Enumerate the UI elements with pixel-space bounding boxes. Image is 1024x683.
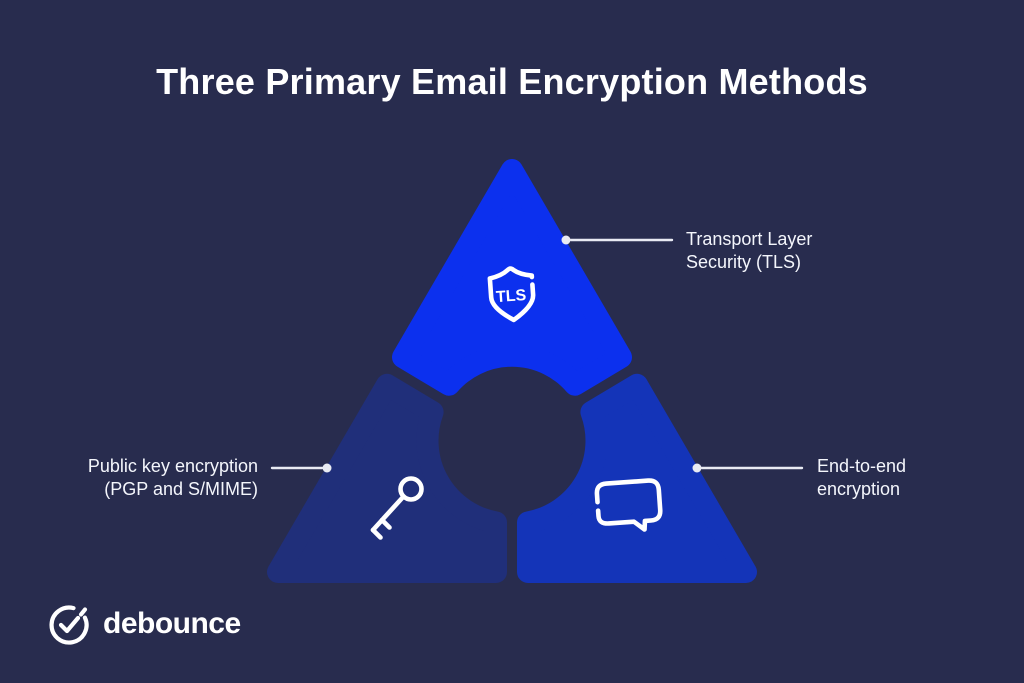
label-end-to-end-encryption: End-to-end encryption: [817, 455, 906, 501]
callout-dot-e2e: [692, 463, 702, 473]
brand-logo: debounce: [48, 601, 241, 647]
chat-bubble-icon: [594, 478, 663, 532]
segment-bottom-left-shape: [267, 373, 507, 583]
label-line: Transport Layer: [686, 229, 813, 249]
key-icon: [370, 476, 424, 540]
label-public-key-encryption: Public key encryption (PGP and S/MIME): [38, 455, 258, 501]
segment-top-shape: [392, 159, 632, 396]
label-transport-layer-security: Transport Layer Security (TLS): [686, 228, 812, 274]
label-line: End-to-end: [817, 456, 907, 476]
label-line: Security (TLS): [686, 252, 802, 272]
segment-bottom-right-shape: [517, 373, 757, 583]
tls-badge-text: TLS: [496, 287, 528, 306]
label-line: Public key encryption: [87, 456, 258, 476]
label-line: encryption: [817, 479, 901, 499]
callout-e2e: [692, 463, 804, 473]
callout-pgp: [270, 463, 332, 473]
callout-dot-pgp: [322, 463, 332, 473]
callout-dot-tls: [561, 235, 571, 245]
callout-tls: [561, 235, 674, 245]
debounce-check-circle-icon: [49, 605, 89, 645]
shield-tls-icon: TLS: [487, 266, 536, 323]
label-line: (PGP and S/MIME): [104, 479, 258, 499]
brand-wordmark: debounce: [103, 607, 241, 640]
page-title: Three Primary Email Encryption Methods: [156, 61, 868, 102]
